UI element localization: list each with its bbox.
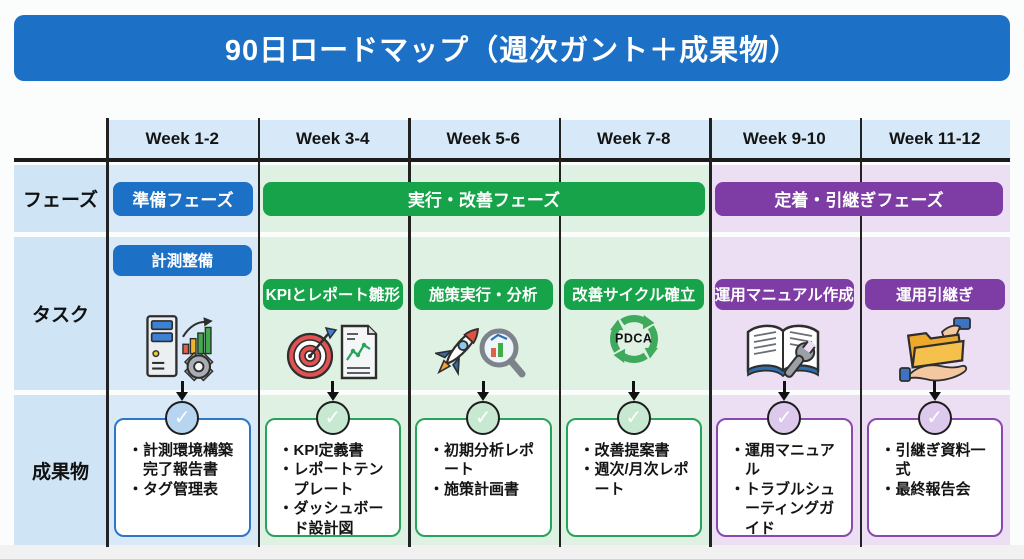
deliverable-box: 運用マニュアル トラブルシューティングガイド (716, 417, 853, 539)
week-header-5: Week 9-10 (709, 120, 860, 158)
folder-handover-icon (860, 314, 1011, 384)
week-header-4: Week 7-8 (558, 120, 709, 158)
check-icon: ✓ (466, 400, 501, 435)
deliverable-item: 週次/月次レポート (580, 460, 692, 499)
down-arrow-icon (778, 380, 791, 401)
task-week11-12: 運用引継ぎ (859, 236, 1011, 390)
target-report-icon (258, 316, 409, 384)
page-title: 90日ロードマップ（週次ガント＋成果物） (14, 15, 1010, 81)
deliverable-box: 改善提案書 週次/月次レポート (565, 417, 702, 537)
down-arrow-icon (176, 380, 189, 401)
deliverable-item: 計測環境構築完了報告書 (128, 441, 240, 480)
task-row: タスク 計測整備 (14, 236, 1011, 390)
check-icon: ✓ (767, 400, 802, 435)
deliverable-item: タグ管理表 (128, 480, 240, 500)
deliverable-item: トラブルシューティングガイド (730, 480, 842, 539)
pdca-text: PDCA (615, 331, 653, 346)
deliverable-item: ダッシュボード設計図 (279, 499, 391, 538)
server-chart-gear-icon (107, 312, 258, 384)
deliverable-item: 引継ぎ資料一式 (881, 441, 993, 480)
phase-bar-preparation: 準備フェーズ (113, 181, 253, 216)
down-arrow-icon (928, 380, 941, 401)
task-badge: 運用引継ぎ (865, 278, 1005, 310)
deliverable-week9-10: ✓ 運用マニュアル トラブルシューティングガイド (709, 380, 860, 547)
task-week9-10: 運用マニュアル作成 (709, 236, 860, 390)
column-divider (558, 118, 561, 547)
column-divider (709, 118, 712, 547)
deliverable-item: KPI定義書 (279, 441, 391, 461)
deliverable-list: 計測環境構築完了報告書 タグ管理表 (116, 420, 249, 500)
deliverable-item: 改善提案書 (580, 441, 692, 461)
pdca-cycle-icon: PDCA (559, 304, 710, 374)
header-divider-line (14, 158, 1010, 162)
task-badge: 施策実行・分析 (413, 278, 553, 310)
deliverable-item: 運用マニュアル (730, 441, 842, 480)
roadmap-table: Week 1-2 Week 3-4 Week 5-6 Week 7-8 Week… (14, 118, 1011, 547)
deliverable-item: 最終報告会 (881, 480, 993, 500)
down-arrow-icon (627, 380, 640, 401)
task-week7-8: 改善サイクル確立 PDCA (558, 236, 710, 390)
deliverable-week11-12: ✓ 引継ぎ資料一式 最終報告会 (859, 380, 1010, 547)
column-divider (257, 118, 260, 547)
deliverable-item: レポートテンプレート (279, 460, 391, 499)
column-divider (859, 118, 862, 547)
check-icon: ✓ (165, 400, 200, 435)
down-arrow-icon (326, 380, 339, 401)
week-header-row: Week 1-2 Week 3-4 Week 5-6 Week 7-8 Week… (14, 120, 1010, 158)
deliverable-item: 初期分析レポート (429, 441, 541, 480)
deliverable-box: 初期分析レポート 施策計画書 (415, 417, 552, 537)
corner-cell (14, 120, 107, 158)
deliverable-week7-8: ✓ 改善提案書 週次/月次レポート (558, 380, 709, 547)
task-week5-6: 施策実行・分析 (408, 236, 559, 390)
deliverable-week1-2: ✓ 計測環境構築完了報告書 タグ管理表 (107, 380, 258, 547)
column-divider (106, 118, 109, 547)
row-label-task: タスク (14, 236, 107, 390)
task-badge: 計測整備 (112, 244, 252, 276)
deliverable-list: 改善提案書 週次/月次レポート (568, 420, 701, 500)
rocket-magnifier-icon (408, 316, 559, 384)
bottom-margin (0, 545, 1024, 559)
deliverable-list: 初期分析レポート 施策計画書 (417, 420, 550, 500)
task-badge: 運用マニュアル作成 (714, 278, 854, 310)
deliverable-box: 引継ぎ資料一式 最終報告会 (866, 417, 1003, 537)
deliverable-list: 運用マニュアル トラブルシューティングガイド (718, 420, 851, 539)
deliverable-item: 施策計画書 (429, 480, 541, 500)
check-icon: ✓ (616, 400, 651, 435)
check-icon: ✓ (315, 400, 350, 435)
phase-bar-execution: 実行・改善フェーズ (263, 181, 705, 216)
row-label-deliverable: 成果物 (14, 394, 107, 547)
column-divider (408, 118, 411, 547)
deliverable-week3-4: ✓ KPI定義書 レポートテンプレート ダッシュボード設計図 (257, 380, 408, 547)
task-week3-4: KPIとレポート雛形 (257, 236, 409, 390)
book-wrench-icon (709, 316, 860, 384)
task-badge: 改善サイクル確立 (564, 278, 704, 310)
week-header-6: Week 11-12 (859, 120, 1010, 158)
deliverable-week5-6: ✓ 初期分析レポート 施策計画書 (408, 380, 559, 547)
deliverables-row: 成果物 ✓ 計測環境構築完了報告書 タグ管理表 ✓ KPI定義書 レポ (14, 380, 1010, 547)
deliverable-list: KPI定義書 レポートテンプレート ダッシュボード設計図 (267, 420, 400, 539)
week-header-1: Week 1-2 (107, 120, 258, 158)
check-icon: ✓ (917, 400, 952, 435)
phase-row: フェーズ 準備フェーズ 実行・改善フェーズ 定着・引継ぎフェーズ (14, 164, 1010, 232)
deliverable-box: 計測環境構築完了報告書 タグ管理表 (114, 417, 251, 537)
week-header-2: Week 3-4 (257, 120, 408, 158)
task-week1-2: 計測整備 (107, 236, 258, 390)
row-label-phase: フェーズ (14, 164, 107, 232)
task-badge: KPIとレポート雛形 (263, 278, 403, 310)
deliverable-box: KPI定義書 レポートテンプレート ダッシュボード設計図 (264, 417, 401, 539)
phase-bar-handover: 定着・引継ぎフェーズ (715, 181, 1003, 216)
deliverable-list: 引継ぎ資料一式 最終報告会 (869, 420, 1002, 500)
week-header-3: Week 5-6 (408, 120, 559, 158)
down-arrow-icon (477, 380, 490, 401)
